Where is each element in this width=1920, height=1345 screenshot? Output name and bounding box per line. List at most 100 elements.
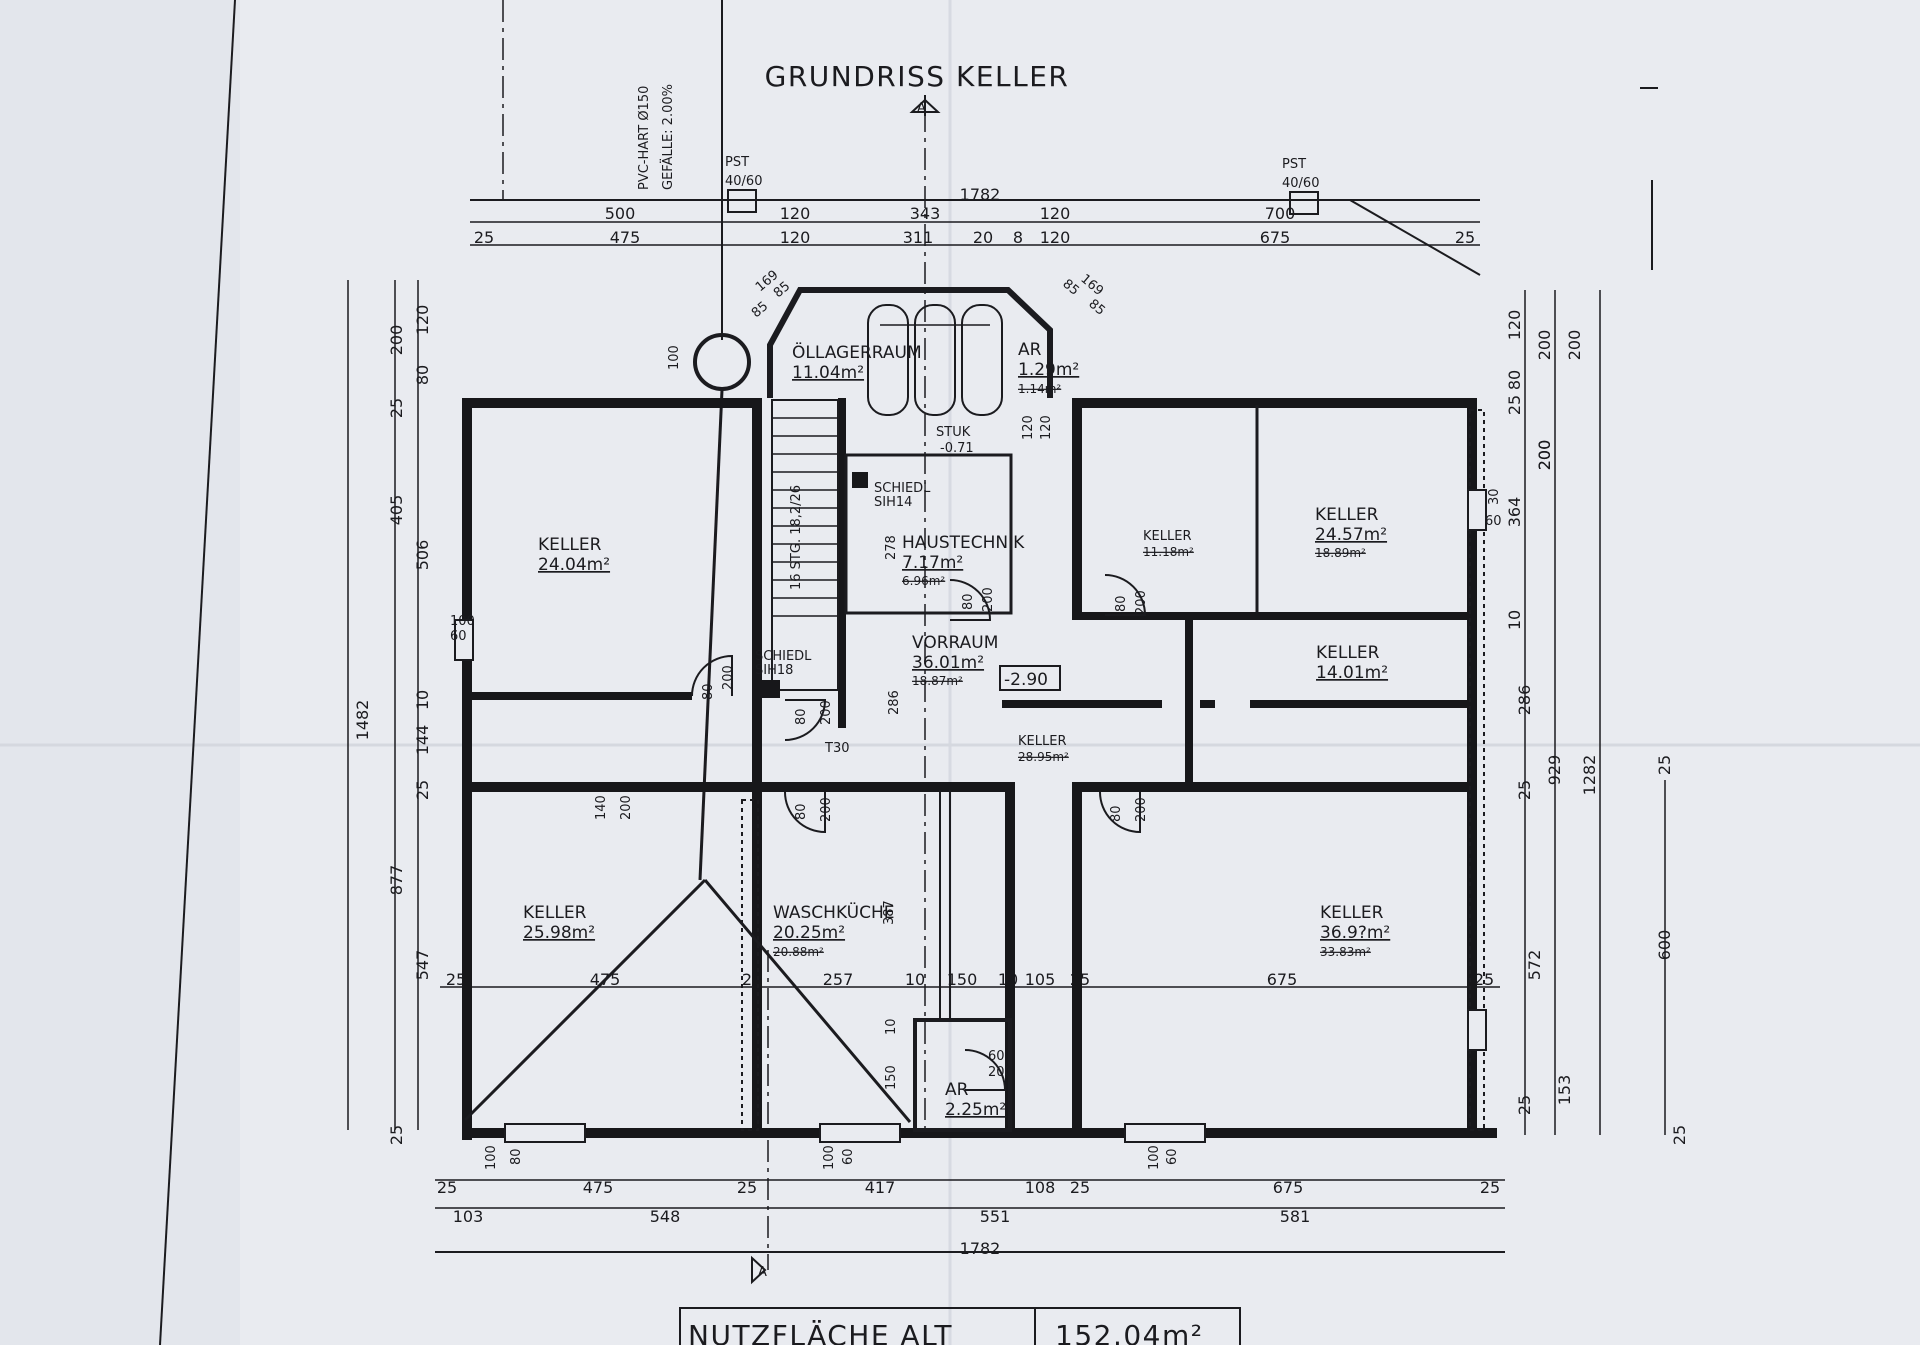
svg-text:25: 25: [387, 1125, 406, 1145]
sewer-pipe: [693, 0, 751, 881]
plan-title: GRUNDRISS KELLER: [765, 60, 1070, 93]
svg-text:108: 108: [1025, 1178, 1056, 1197]
svg-text:25: 25: [1505, 395, 1524, 415]
svg-text:KELLER: KELLER: [1320, 903, 1384, 923]
svg-text:286: 286: [1515, 685, 1534, 716]
svg-text:KELLER: KELLER: [1018, 734, 1066, 749]
footer-value: 152.04m²: [1055, 1319, 1203, 1345]
svg-text:144: 144: [413, 725, 432, 756]
room-ar-bottom: AR 2.25m²: [945, 1080, 1006, 1120]
svg-text:25: 25: [474, 228, 494, 247]
svg-text:200: 200: [1535, 330, 1554, 361]
svg-text:80: 80: [413, 365, 432, 385]
svg-text:25: 25: [413, 780, 432, 800]
svg-text:10: 10: [884, 1018, 899, 1035]
svg-text:929: 929: [1545, 755, 1564, 786]
svg-text:877: 877: [387, 865, 406, 896]
svg-text:18.89m²: 18.89m²: [1315, 546, 1366, 560]
svg-text:25: 25: [1515, 1095, 1534, 1115]
svg-text:60: 60: [1485, 514, 1502, 529]
svg-text:25: 25: [737, 1178, 757, 1197]
pipe-run-diagonal-2: [703, 879, 912, 1123]
pipe-run-diagonal: [463, 878, 707, 1122]
dimension-right: 120 200 25 80 200 364 10 286 25 929 572 …: [1505, 290, 1689, 1145]
svg-text:A: A: [758, 1265, 767, 1280]
misc-dimensions: 169 85 85 169 85 85 100 278 286 387 120 …: [667, 268, 1502, 1090]
svg-text:25: 25: [1474, 970, 1494, 989]
room-keller-mid-right: KELLER 14.01m²: [1316, 643, 1388, 683]
svg-text:675: 675: [1260, 228, 1291, 247]
svg-text:581: 581: [1280, 1207, 1311, 1226]
svg-text:100: 100: [667, 345, 682, 370]
chimney-1: [762, 680, 780, 698]
fire-door-label: T30: [824, 741, 849, 756]
svg-text:20: 20: [973, 228, 993, 247]
dimension-left: 1482 200 120 25 80 405 506 10 144 25 877…: [347, 280, 432, 1145]
svg-text:25.98m²: 25.98m²: [523, 923, 595, 943]
svg-text:11.04m²: 11.04m²: [792, 363, 864, 383]
svg-text:120: 120: [413, 305, 432, 336]
footer-area-box: NUTZFLÄCHE ALT 152.04m²: [679, 1307, 1241, 1345]
doors: [691, 574, 1147, 1091]
door-size-labels: 80 200 80 200 80 200 80 200 80 200 60 20…: [450, 587, 1149, 1080]
svg-text:200: 200: [988, 1065, 1013, 1080]
svg-text:1782: 1782: [960, 1239, 1001, 1258]
svg-text:153: 153: [1555, 1075, 1574, 1106]
svg-text:120: 120: [780, 204, 811, 223]
svg-text:80: 80: [794, 708, 809, 725]
svg-text:311: 311: [903, 228, 934, 247]
svg-text:SIH14: SIH14: [874, 495, 912, 510]
svg-text:20.25m²: 20.25m²: [773, 923, 845, 943]
room-waschkueche: WASCHKÜCHE 20.25m² 20.88m²: [773, 901, 894, 959]
svg-text:24.57m²: 24.57m²: [1315, 525, 1387, 545]
svg-text:40/60: 40/60: [725, 174, 762, 189]
note-schiedl-2: SCHIEDL SIH18: [755, 649, 812, 678]
staircase: 16 STG. 18,2/26: [771, 399, 839, 691]
svg-text:200: 200: [1134, 797, 1149, 822]
svg-text:PST: PST: [725, 155, 749, 170]
room-oellager: ÖLLAGERRAUM 11.04m²: [792, 341, 922, 383]
svg-text:SIH18: SIH18: [755, 663, 793, 678]
svg-text:286: 286: [887, 690, 902, 715]
svg-text:200: 200: [1535, 440, 1554, 471]
svg-text:364: 364: [1505, 497, 1524, 528]
svg-text:VORRAUM: VORRAUM: [912, 633, 998, 653]
svg-text:16 STG. 18,2/26: 16 STG. 18,2/26: [789, 485, 804, 590]
svg-text:KELLER: KELLER: [523, 903, 587, 923]
svg-text:506: 506: [413, 540, 432, 571]
room-ar-top: AR 1.29m² 1.14m²: [1018, 340, 1079, 396]
svg-text:1.29m²: 1.29m²: [1018, 360, 1079, 380]
svg-text:KELLER: KELLER: [1315, 505, 1379, 525]
svg-text:20.88m²: 20.88m²: [773, 945, 824, 959]
room-keller-bottom-right: KELLER 36.9?m² 33.83m²: [1320, 903, 1390, 959]
note-schiedl-1: SCHIEDL SIH14: [874, 481, 931, 510]
svg-text:200: 200: [1535, 440, 1554, 471]
svg-text:80: 80: [961, 593, 976, 610]
svg-text:A: A: [917, 101, 926, 116]
svg-text:200: 200: [981, 587, 996, 612]
svg-text:36.01m²: 36.01m²: [912, 653, 984, 673]
svg-text:28.95m²: 28.95m²: [1018, 750, 1069, 764]
svg-text:80: 80: [794, 803, 809, 820]
svg-text:80: 80: [701, 683, 716, 700]
svg-text:10: 10: [1505, 610, 1524, 630]
sheet-border-line: [159, 0, 236, 1345]
svg-text:675: 675: [1267, 970, 1298, 989]
svg-text:200: 200: [1565, 330, 1584, 361]
pipe-slope-label: GEFÄLLE: 2.00%: [660, 84, 676, 190]
oil-tanks: [867, 304, 1003, 416]
svg-text:8: 8: [1013, 228, 1023, 247]
svg-text:40/60: 40/60: [1282, 176, 1319, 191]
svg-text:25: 25: [1515, 780, 1534, 800]
svg-text:200: 200: [819, 797, 834, 822]
svg-text:200: 200: [387, 325, 406, 356]
svg-text:11.18m²: 11.18m²: [1143, 545, 1194, 559]
svg-text:387: 387: [882, 900, 897, 925]
svg-text:33.83m²: 33.83m²: [1320, 945, 1371, 959]
svg-text:SCHIEDL: SCHIEDL: [874, 481, 931, 496]
svg-text:120: 120: [1040, 204, 1071, 223]
svg-text:25: 25: [387, 398, 406, 418]
svg-text:AR: AR: [945, 1080, 969, 1100]
svg-text:475: 475: [583, 1178, 614, 1197]
windows: [454, 489, 1487, 1143]
